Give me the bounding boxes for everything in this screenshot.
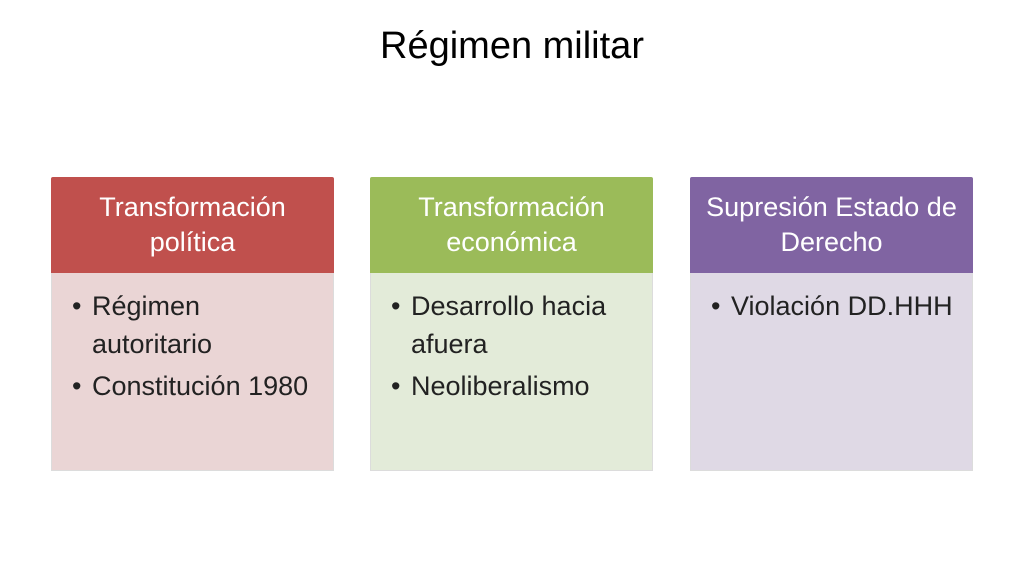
column-body: • Régimen autoritario • Constitución 1980 — [51, 273, 334, 471]
column-supresion-estado-de-derecho: Supresión Estado de Derecho • Violación D… — [690, 177, 973, 471]
bullet-dot: • — [391, 291, 401, 321]
bullet-list: • Régimen autoritario • Constitución 1980 — [70, 287, 319, 405]
bullet-item: • Régimen autoritario — [70, 287, 319, 363]
bullet-item: • Desarrollo hacia afuera — [389, 287, 638, 363]
column-transformacion-politica: Transformación política • Régimen autorit… — [51, 177, 334, 471]
bullet-text: Régimen autoritario — [92, 291, 213, 359]
column-header: Transformación económica — [370, 177, 653, 273]
bullet-dot: • — [72, 371, 82, 401]
column-body: • Desarrollo hacia afuera • Neoliberalismo — [370, 273, 653, 471]
slide-title: Régimen militar — [380, 25, 644, 67]
column-header: Supresión Estado de Derecho — [690, 177, 973, 273]
column-header: Transformación política — [51, 177, 334, 273]
bullet-dot: • — [72, 291, 82, 321]
bullet-item: • Constitución 1980 — [70, 367, 319, 405]
column-transformacion-economica: Transformación económica • Desarrollo hac… — [370, 177, 653, 471]
bullet-text: Violación DD.HHH — [731, 291, 953, 321]
bullet-text: Desarrollo hacia afuera — [411, 291, 607, 359]
bullet-list: • Desarrollo hacia afuera • Neoliberalismo — [389, 287, 638, 405]
column-body: • Violación DD.HHH — [690, 273, 973, 471]
bullet-dot: • — [711, 291, 721, 321]
bullet-dot: • — [391, 371, 401, 401]
bullet-text: Neoliberalismo — [411, 371, 590, 401]
bullet-text: Constitución 1980 — [92, 371, 309, 401]
bullet-item: • Violación DD.HHH — [709, 287, 958, 325]
bullet-item: • Neoliberalismo — [389, 367, 638, 405]
bullet-list: • Violación DD.HHH — [709, 287, 958, 325]
